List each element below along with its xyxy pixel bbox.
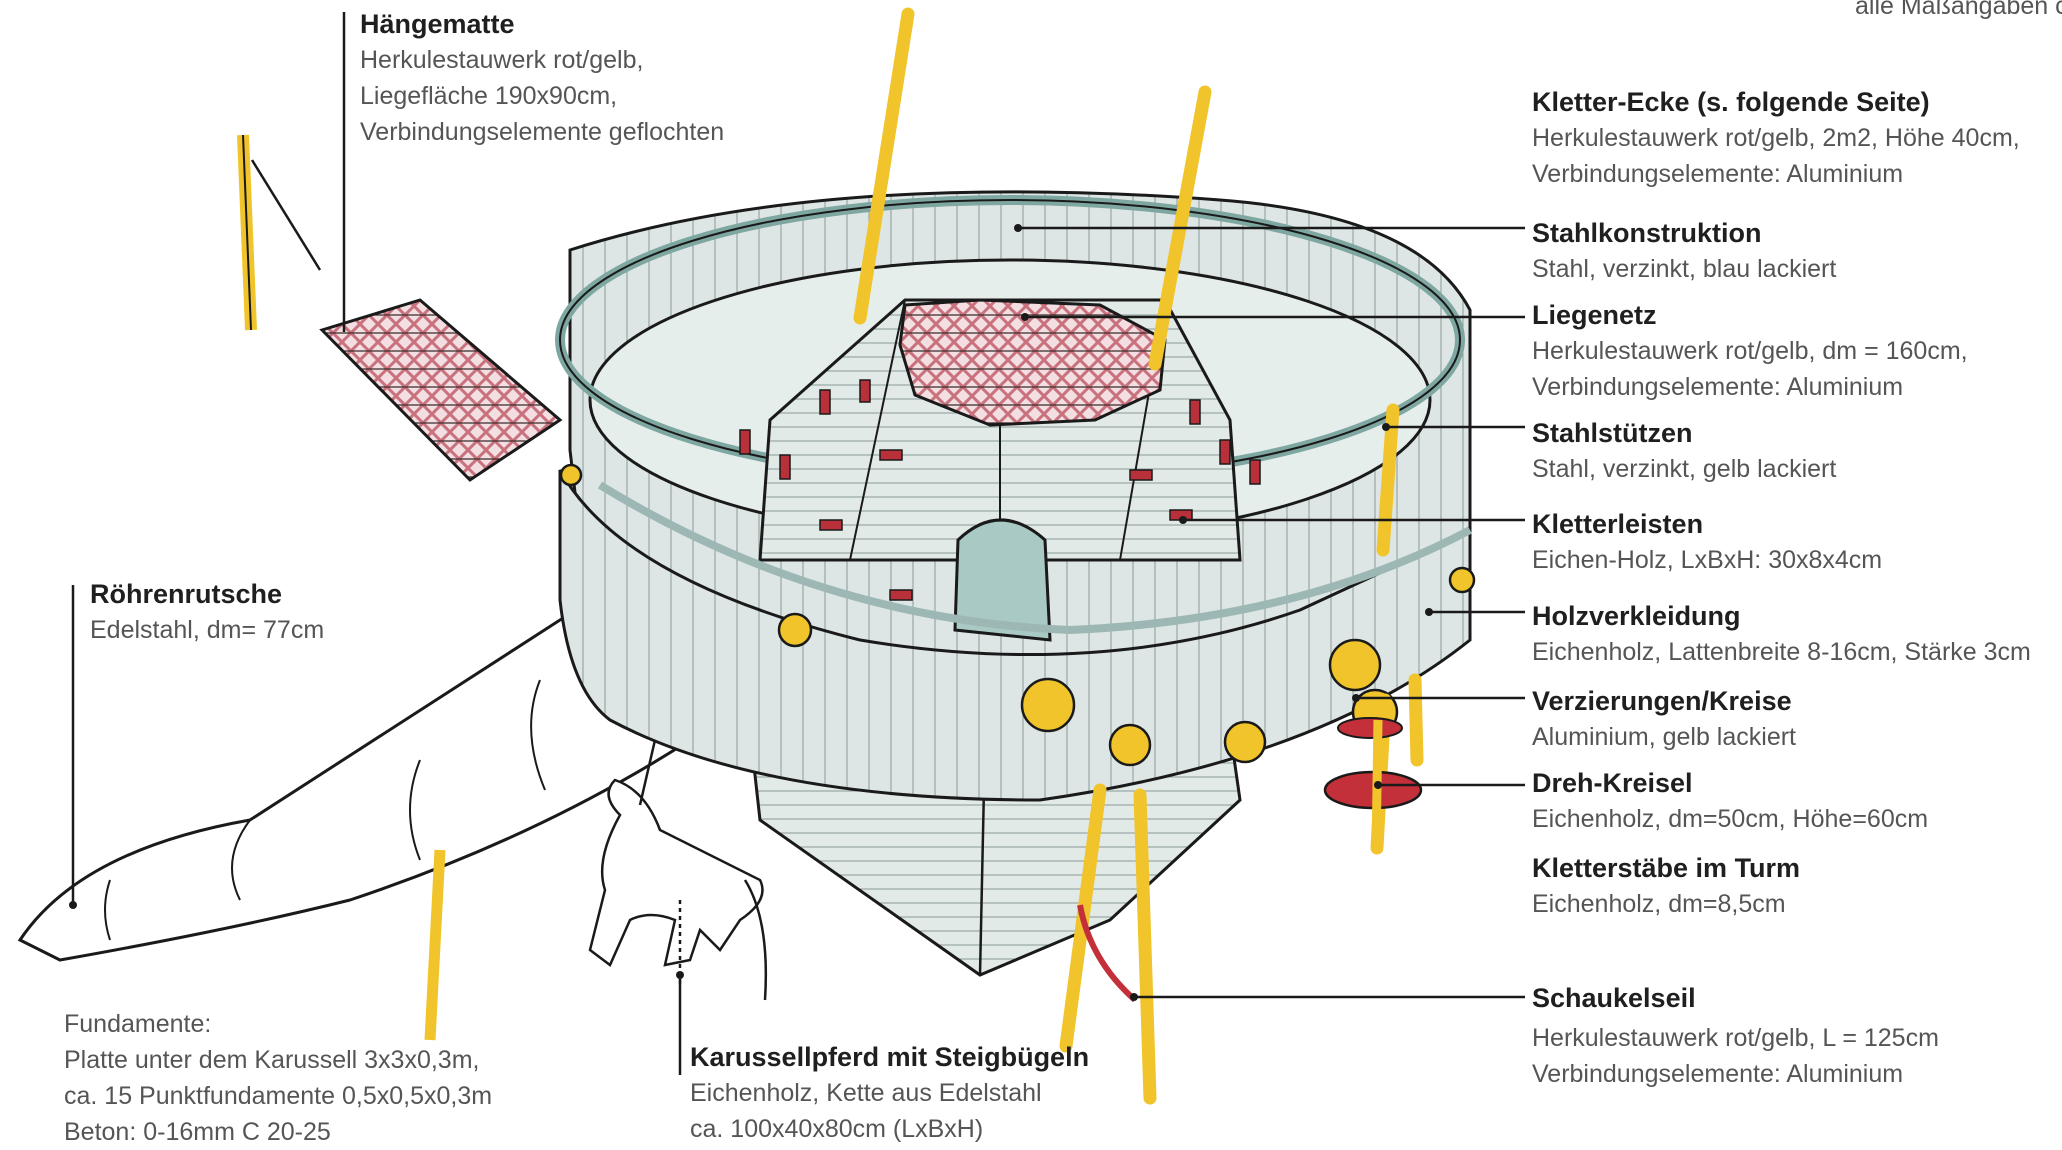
label-line: Verbindungselemente geflochten [360,114,724,150]
label-title: Kletterleisten [1532,506,1882,542]
label-line: Eichenholz, Kette aus Edelstahl [690,1075,1089,1111]
label-holzverkleidung: Holzverkleidung Eichenholz, Lattenbreite… [1532,598,2031,670]
label-line: Edelstahl, dm= 77cm [90,612,324,648]
label-line: Verbindungselemente: Aluminium [1532,156,2020,192]
label-verzierungen: Verzierungen/Kreise Aluminium, gelb lack… [1532,683,1796,755]
label-stahlkonstruktion: Stahlkonstruktion Stahl, verzinkt, blau … [1532,215,1836,287]
label-line: Herkulestauwerk rot/gelb, L = 125cm [1532,1020,1939,1056]
hammock-net [322,300,560,480]
label-title: Röhrenrutsche [90,576,324,612]
carousel-drum [560,192,1470,800]
label-line: Herkulestauwerk rot/gelb, 2m2, Höhe 40cm… [1532,120,2020,156]
fundamente-line: Fundamente: [64,1006,492,1042]
label-liegenetz: Liegenetz Herkulestauwerk rot/gelb, dm =… [1532,297,1968,405]
label-kletterstaebe: Kletterstäbe im Turm Eichenholz, dm=8,5c… [1532,850,1800,922]
label-title: Kletter-Ecke (s. folgende Seite) [1532,84,2020,120]
fundamente-note: Fundamente: Platte unter dem Karussell 3… [64,1006,492,1150]
label-title: Kletterstäbe im Turm [1532,850,1800,886]
label-title: Schaukelseil [1532,980,1939,1016]
label-line: Eichenholz, Lattenbreite 8-16cm, Stärke … [1532,634,2031,670]
label-line: Herkulestauwerk rot/gelb, [360,42,724,78]
label-line: Verbindungselemente: Aluminium [1532,369,1968,405]
fundamente-line: Platte unter dem Karussell 3x3x0,3m, [64,1042,492,1078]
label-line: Eichen-Holz, LxBxH: 30x8x4cm [1532,542,1882,578]
lying-net [900,300,1165,425]
label-line: Stahl, verzinkt, gelb lackiert [1532,451,1836,487]
label-roehrenrutsche: Röhrenrutsche Edelstahl, dm= 77cm [90,576,324,648]
label-kletterleisten: Kletterleisten Eichen-Holz, LxBxH: 30x8x… [1532,506,1882,578]
label-title: Karussellpferd mit Steigbügeln [690,1039,1089,1075]
fundamente-line: Beton: 0-16mm C 20-25 [64,1114,492,1150]
hammock [243,135,560,480]
label-title: Dreh-Kreisel [1532,765,1928,801]
label-karussellpferd: Karussellpferd mit Steigbügeln Eichenhol… [690,1039,1089,1147]
label-line: Herkulestauwerk rot/gelb, dm = 160cm, [1532,333,1968,369]
label-dreh-kreisel: Dreh-Kreisel Eichenholz, dm=50cm, Höhe=6… [1532,765,1928,837]
label-title: Verzierungen/Kreise [1532,683,1796,719]
label-line: Eichenholz, dm=50cm, Höhe=60cm [1532,801,1928,837]
label-line: Eichenholz, dm=8,5cm [1532,886,1800,922]
label-stahlstuetzen: Stahlstützen Stahl, verzinkt, gelb lacki… [1532,415,1836,487]
label-line: Liegefläche 190x90cm, [360,78,724,114]
label-title: Holzverkleidung [1532,598,2031,634]
label-title: Stahlkonstruktion [1532,215,1836,251]
label-schaukelseil: Schaukelseil Herkulestauwerk rot/gelb, L… [1532,980,1939,1092]
hammock-rope [252,160,320,270]
label-line: Stahl, verzinkt, blau lackiert [1532,251,1836,287]
label-haengematte: Hängematte Herkulestauwerk rot/gelb, Lie… [360,6,724,150]
label-title: Hängematte [360,6,724,42]
label-line: Verbindungselemente: Aluminium [1532,1056,1939,1092]
label-title: Stahlstützen [1532,415,1836,451]
label-line: ca. 100x40x80cm (LxBxH) [690,1111,1089,1147]
label-line: Aluminium, gelb lackiert [1532,719,1796,755]
fundamente-line: ca. 15 Punktfundamente 0,5x0,5x0,3m [64,1078,492,1114]
label-title: Liegenetz [1532,297,1968,333]
label-kletter-ecke: Kletter-Ecke (s. folgende Seite) Herkule… [1532,84,2020,192]
top-note: alle Maßangaben c [1855,0,2062,24]
